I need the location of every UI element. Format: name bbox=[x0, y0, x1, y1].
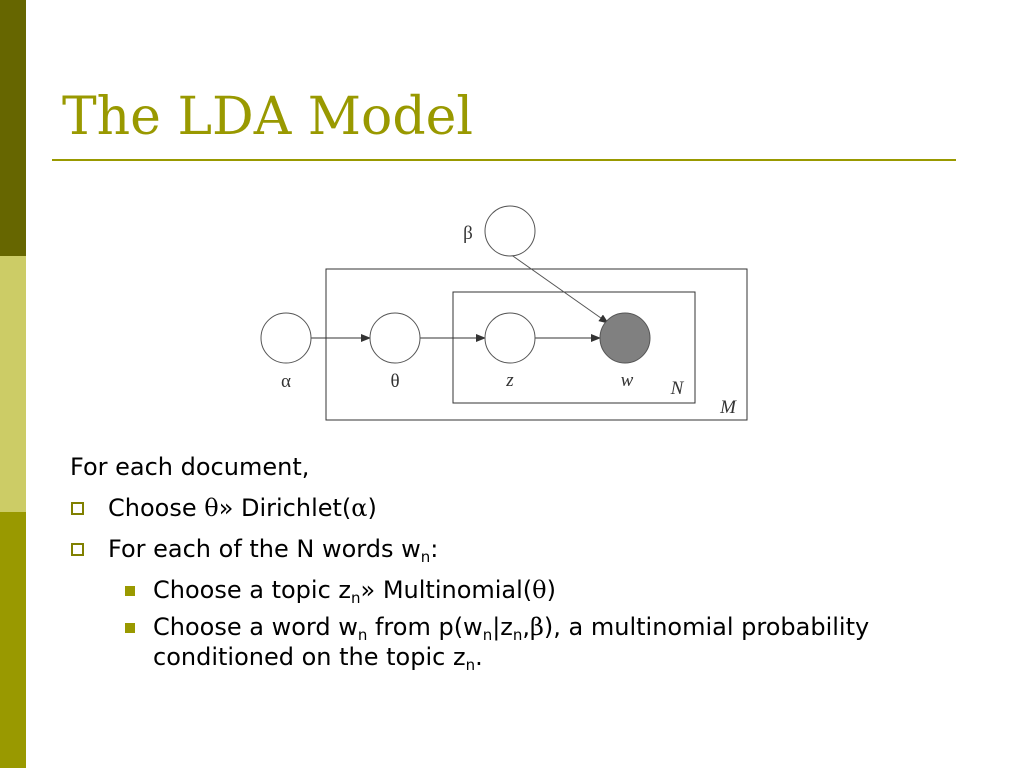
subscript-n: n bbox=[465, 656, 476, 674]
bullet-choose-theta: Choose θ» Dirichlet(α) bbox=[70, 493, 970, 527]
bullet-text: For each of the N words w bbox=[108, 535, 421, 563]
side-bar-accent bbox=[0, 512, 26, 768]
bullet-for-each-word: For each of the N words wn: bbox=[70, 534, 970, 568]
bullet-text: Choose a topic z bbox=[153, 576, 351, 604]
bullet-text: : bbox=[430, 535, 439, 563]
label-plate-m: M bbox=[719, 397, 737, 418]
bullet-text: » Multinomial( bbox=[360, 576, 533, 604]
hollow-square-bullet-icon bbox=[71, 502, 84, 515]
subscript-n: n bbox=[357, 626, 368, 644]
bullet-text: ) bbox=[367, 494, 377, 522]
title-divider bbox=[52, 159, 956, 161]
subscript-n: n bbox=[420, 548, 431, 566]
beta-symbol: β bbox=[530, 613, 544, 641]
side-bar-dark bbox=[0, 0, 26, 256]
theta-symbol: θ bbox=[204, 494, 219, 522]
bullet-text: » Dirichlet( bbox=[218, 494, 352, 522]
subscript-n: n bbox=[482, 626, 493, 644]
node-alpha bbox=[260, 312, 312, 364]
label-beta: β bbox=[463, 223, 473, 244]
node-w-observed bbox=[599, 312, 651, 364]
bullet-text: |z bbox=[492, 613, 513, 641]
bullet-text: , bbox=[522, 613, 531, 641]
plate-inner-n bbox=[452, 291, 696, 404]
lda-plate-diagram: β α θ z w N M bbox=[260, 205, 748, 421]
slide-body: For each document, Choose θ» Dirichlet(α… bbox=[70, 452, 970, 674]
slide-title: The LDA Model bbox=[62, 87, 474, 147]
subscript-n: n bbox=[351, 589, 361, 607]
plate-outer-m bbox=[325, 268, 748, 421]
theta-symbol: θ bbox=[532, 576, 547, 604]
label-w: w bbox=[621, 370, 634, 391]
subbullet-choose-word: Choose a word wn from p(wn|zn,β), a mult… bbox=[70, 612, 970, 674]
bullet-text: Choose a word w bbox=[153, 613, 358, 641]
bullet-text: . bbox=[475, 643, 483, 671]
label-z: z bbox=[505, 370, 514, 391]
filled-square-bullet-icon bbox=[125, 623, 135, 633]
hollow-square-bullet-icon bbox=[71, 543, 84, 556]
filled-square-bullet-icon bbox=[125, 586, 135, 596]
node-theta bbox=[369, 312, 421, 364]
subscript-n: n bbox=[512, 626, 523, 644]
bullet-text: from p(w bbox=[367, 613, 483, 641]
alpha-symbol: α bbox=[351, 494, 368, 522]
bullet-text: ) bbox=[546, 576, 556, 604]
intro-line: For each document, bbox=[70, 453, 310, 481]
node-beta bbox=[484, 205, 536, 257]
subbullet-choose-topic: Choose a topic zn» Multinomial(θ) bbox=[70, 575, 970, 607]
node-z bbox=[484, 312, 536, 364]
edge-beta-w bbox=[509, 253, 609, 324]
bullet-text: ), a multinomial probability conditioned… bbox=[153, 613, 870, 671]
side-bar-light bbox=[0, 256, 26, 512]
label-alpha: α bbox=[281, 371, 291, 392]
bullet-text: Choose bbox=[108, 494, 205, 522]
label-plate-n: N bbox=[670, 378, 685, 399]
label-theta: θ bbox=[390, 371, 399, 392]
